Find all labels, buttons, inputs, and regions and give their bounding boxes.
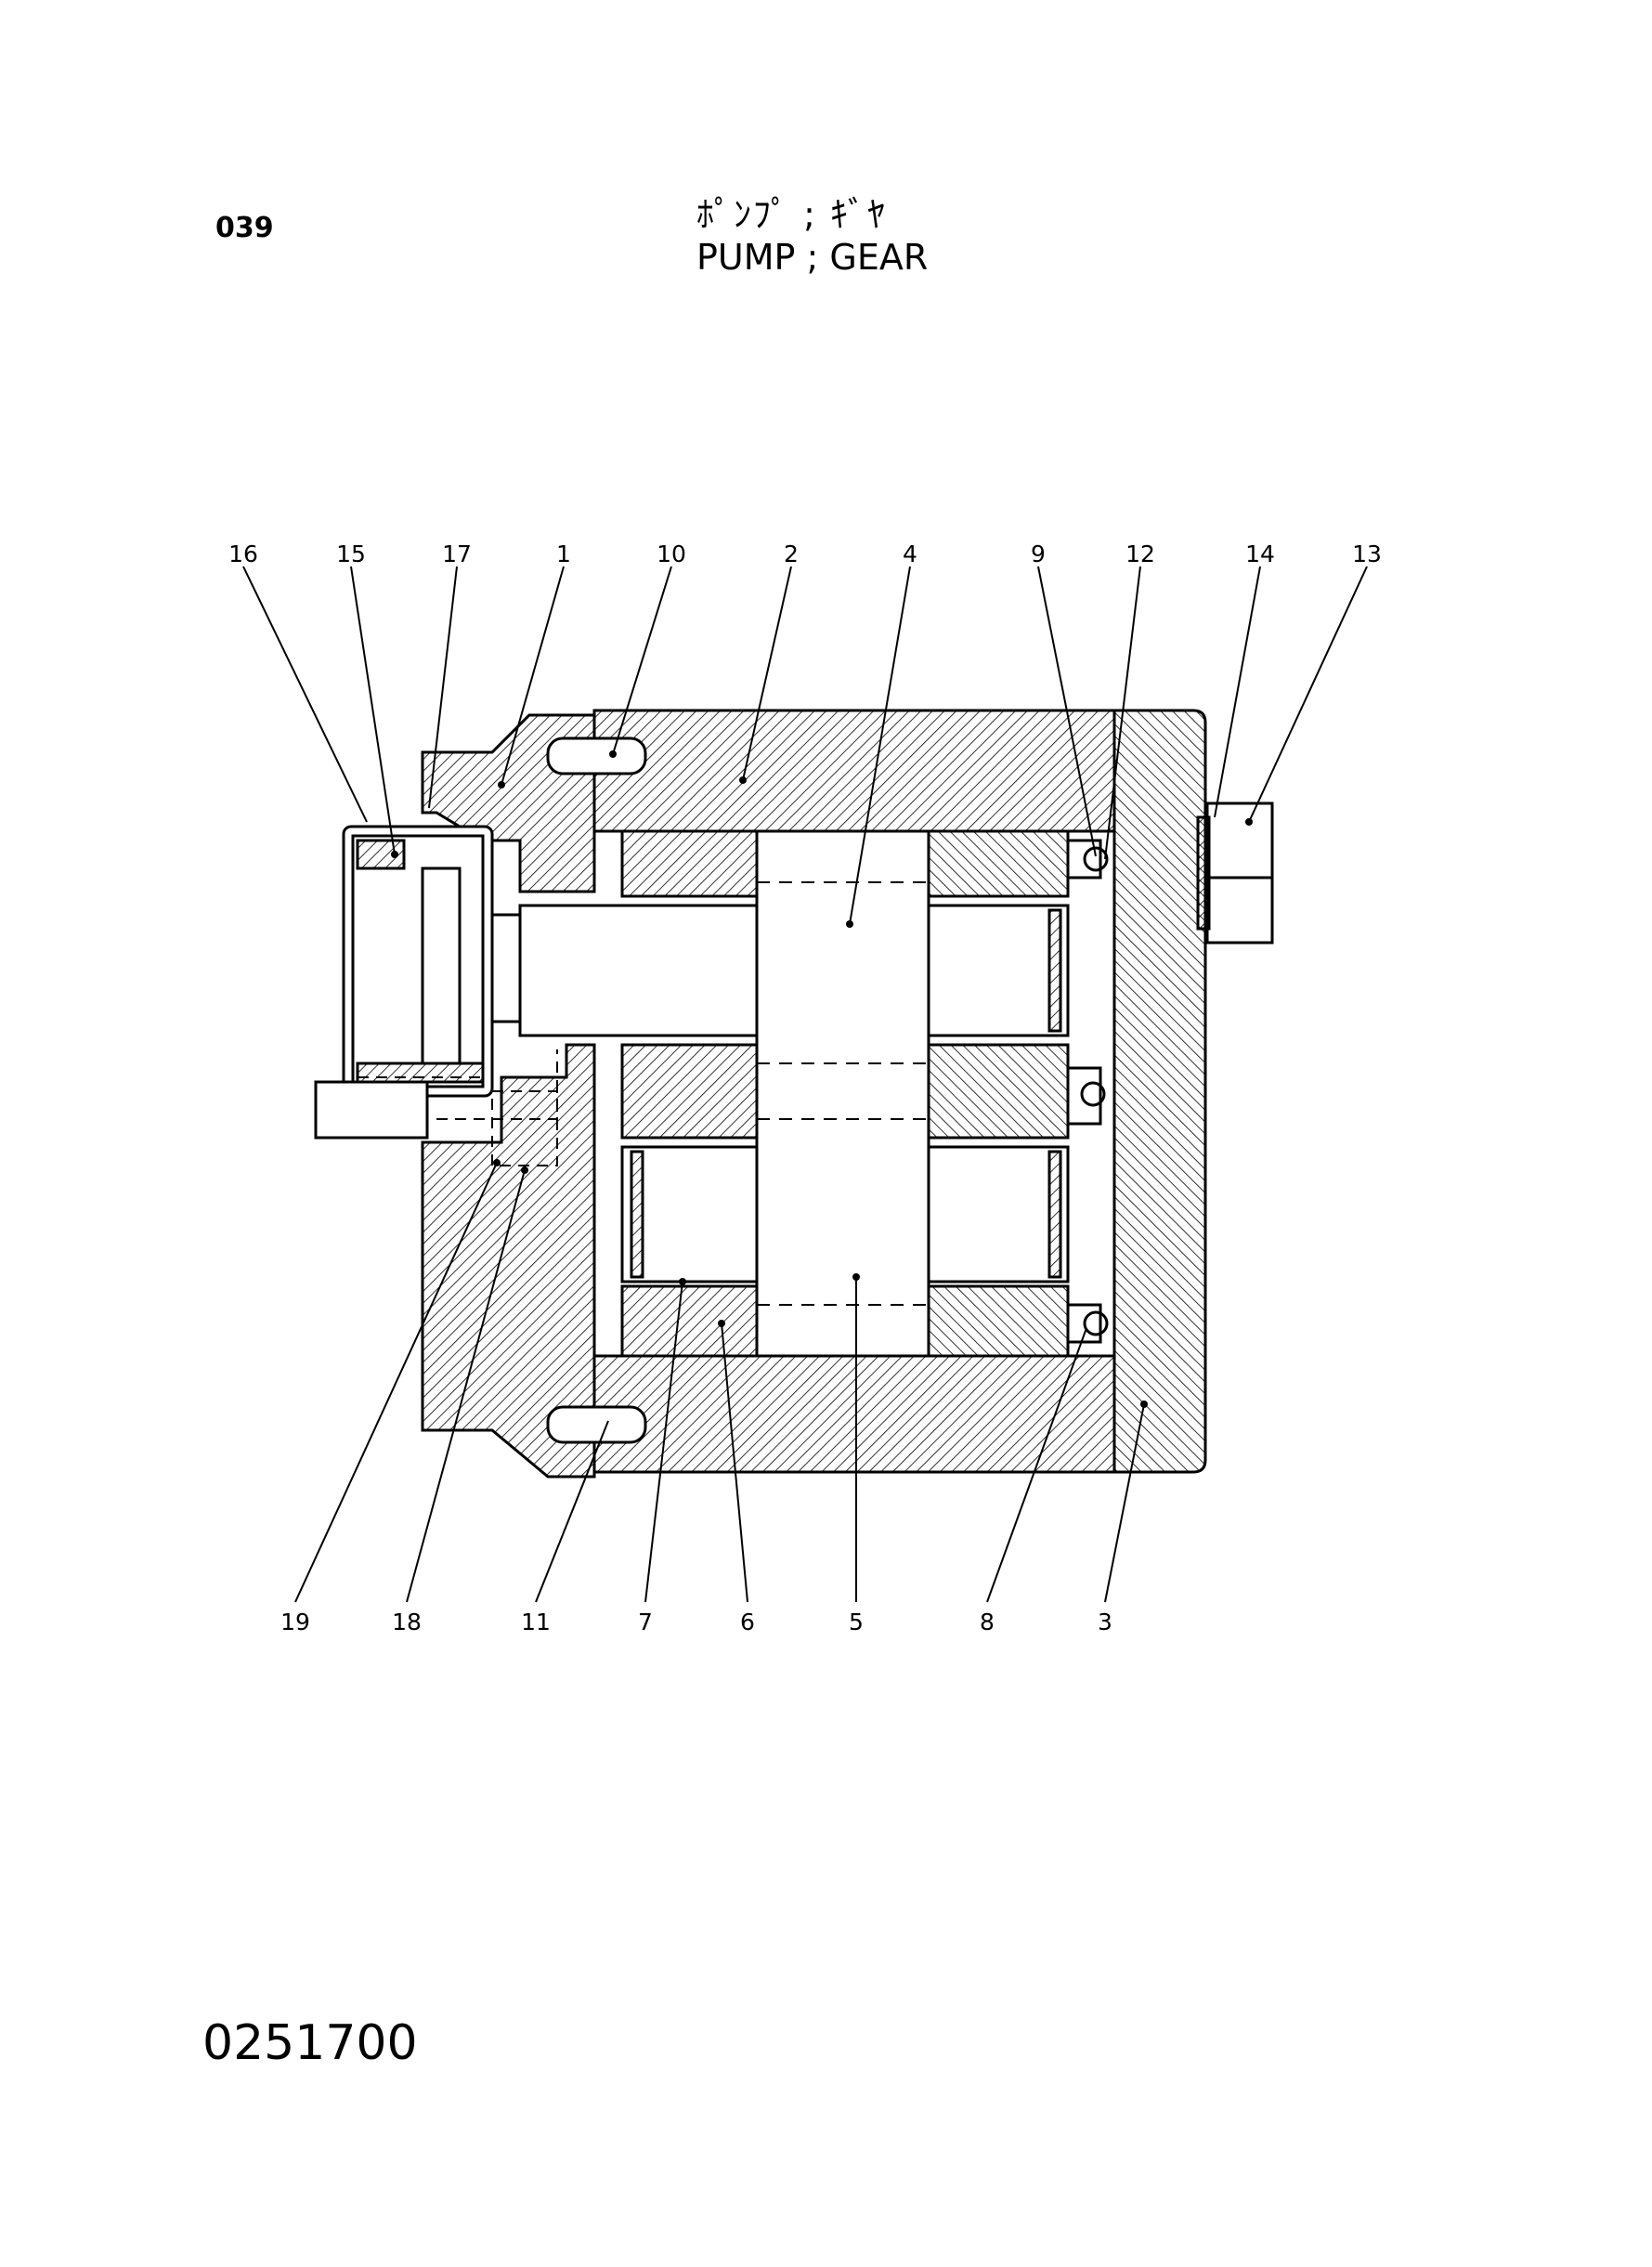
callout-label: 16	[228, 541, 258, 567]
drawing-number: 0251700	[202, 2015, 418, 2071]
callout-label: 8	[980, 1609, 995, 1635]
title-block: ﾎﾟﾝﾌﾟ ; ｷﾞﾔ PUMP ; GEAR	[696, 193, 928, 279]
leader-lines	[242, 566, 1368, 1603]
callout-label: 15	[336, 541, 366, 567]
drawing-geometry	[314, 709, 1274, 1479]
callout-label: 5	[849, 1609, 864, 1635]
callout-label: 6	[740, 1609, 755, 1635]
callouts-top: 16 15 17 1 10 2 4 9 12 14 13	[228, 541, 1382, 567]
callout-label: 7	[638, 1609, 653, 1635]
callout-label: 11	[521, 1609, 551, 1635]
callout-label: 3	[1098, 1609, 1112, 1635]
leader-dots	[391, 750, 1253, 1408]
callout-label: 12	[1125, 541, 1155, 567]
title-japanese: ﾎﾟﾝﾌﾟ ; ｷﾞﾔ	[696, 194, 887, 235]
callout-label: 10	[657, 541, 686, 567]
callout-label: 19	[280, 1609, 310, 1635]
callout-label: 1	[556, 541, 571, 567]
callout-label: 17	[442, 541, 472, 567]
callout-label: 14	[1245, 541, 1275, 567]
callout-label: 4	[903, 541, 917, 567]
page-number: 039	[215, 212, 274, 244]
title-english: PUMP ; GEAR	[696, 237, 929, 278]
callout-label: 2	[784, 541, 799, 567]
callout-label: 18	[392, 1609, 422, 1635]
callouts-bottom: 19 18 11 7 6 5 8 3	[280, 1609, 1112, 1635]
callout-label: 9	[1031, 541, 1046, 567]
callout-label: 13	[1352, 541, 1382, 567]
